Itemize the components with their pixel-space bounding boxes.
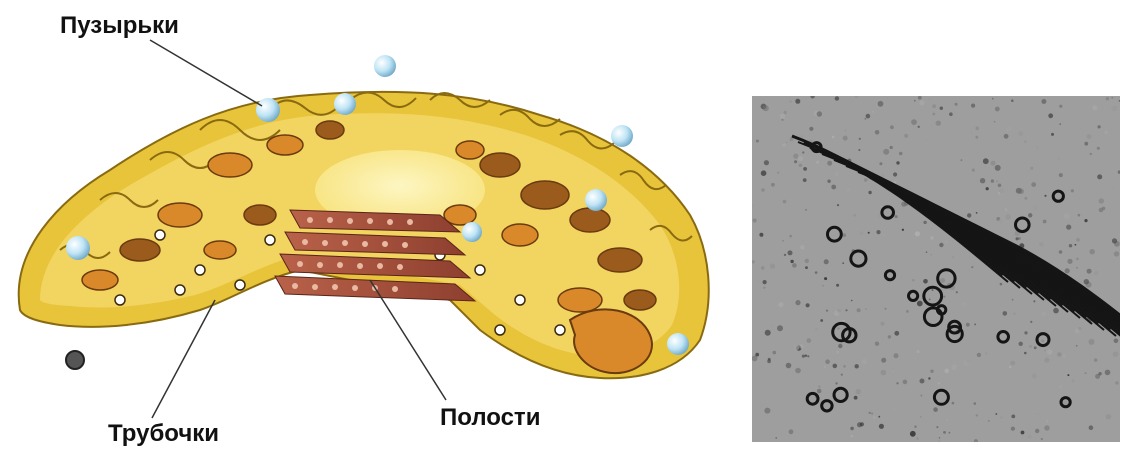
- golgi-body: [19, 92, 709, 378]
- vesicles-label: Пузырьки: [60, 12, 179, 40]
- micrograph-image: [752, 96, 1120, 442]
- vesicles-leader-line: [150, 40, 262, 106]
- vesicle-sphere-icon: [611, 125, 633, 147]
- vesicle-sphere-icon: [667, 333, 689, 355]
- vesicle-sphere-icon: [334, 93, 356, 115]
- tubules-label: Трубочки: [108, 420, 219, 448]
- vesicle-sphere-icon: [585, 189, 607, 211]
- vesicle-sphere-icon: [462, 222, 482, 242]
- dark-granule: [66, 351, 84, 369]
- vesicle-sphere-icon: [374, 55, 396, 77]
- cavities-label: Полости: [440, 404, 540, 432]
- vesicle-sphere-icon: [66, 236, 90, 260]
- electron-micrograph: [752, 96, 1120, 442]
- vesicle-sphere-icon: [256, 98, 280, 122]
